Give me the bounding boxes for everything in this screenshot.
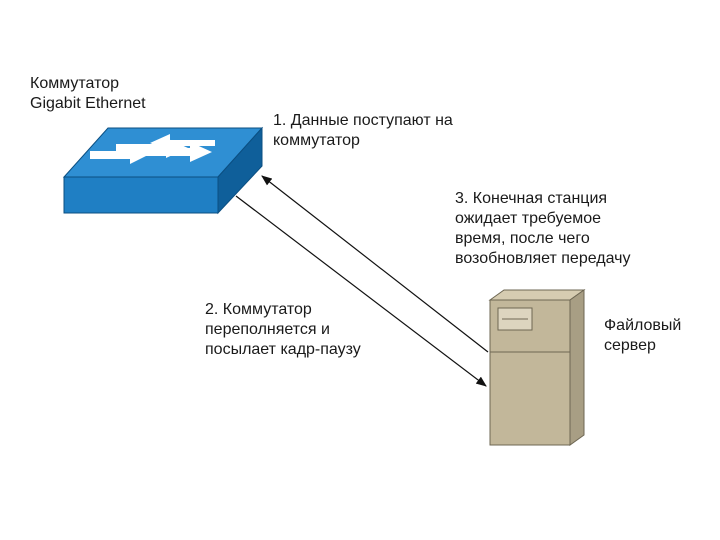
step-1-label: 1. Данные поступают на коммутатор xyxy=(273,112,453,149)
server-label: Файловый сервер xyxy=(604,317,682,354)
step-3-label: 3. Конечная станция ожидает требуемое вр… xyxy=(455,190,631,267)
switch-label: Коммутатор Gigabit Ethernet xyxy=(30,75,146,112)
arrow-pause-to-server xyxy=(235,195,487,387)
arrow-data-to-switch xyxy=(261,175,489,353)
file-server-icon xyxy=(488,289,586,446)
switch-arrows-icon xyxy=(90,134,215,164)
network-switch-icon xyxy=(62,126,264,215)
step-2-label: 2. Коммутатор переполняется и посылает к… xyxy=(205,301,361,358)
